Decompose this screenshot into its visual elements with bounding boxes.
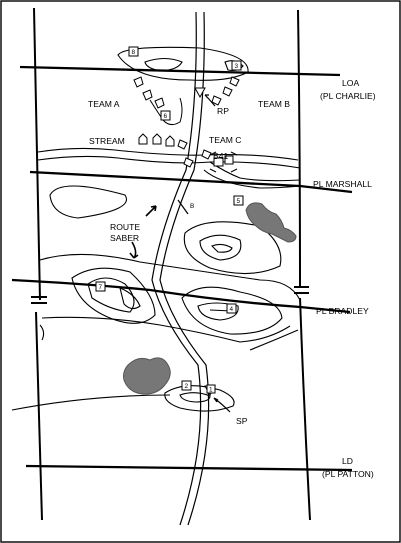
team-a-positions <box>133 76 165 109</box>
checkpoint-4: 4 <box>226 303 237 314</box>
stream <box>37 147 301 189</box>
stream-houses <box>138 133 175 147</box>
checkpoint-4-label: 4 <box>230 306 234 313</box>
pl-charlie-line <box>19 65 341 77</box>
pl-patton-line <box>25 464 353 472</box>
route-saber <box>151 11 210 526</box>
team-a-label: TEAM A <box>88 99 120 109</box>
woods-east <box>245 202 297 243</box>
stream-label: STREAM <box>89 136 125 146</box>
obstacle-b: B <box>177 199 194 215</box>
checkpoint-2: 2 <box>181 380 192 391</box>
pl-marshall-label: PL MARSHALL <box>313 179 372 189</box>
pl-charlie-label: (PL CHARLIE) <box>320 91 376 101</box>
pl-ld-label: LD <box>342 456 353 466</box>
rp-label: RP <box>217 106 229 116</box>
bridge-b41-label: B41 <box>213 151 229 161</box>
boundary-break-right <box>294 286 309 294</box>
rp-marker-icon <box>194 87 206 99</box>
checkpoint-7-label: 7 <box>99 284 103 291</box>
checkpoint-5: 5 <box>233 195 244 206</box>
checkpoint-8-label: 8 <box>132 49 136 56</box>
checkpoint-6: 6 <box>160 110 171 121</box>
checkpoint-3-label: 3 <box>235 63 239 70</box>
obstacle-b-label: B <box>190 203 194 210</box>
pl-loa-label: LOA <box>342 78 359 88</box>
checkpoint-5-label: 5 <box>237 198 241 205</box>
checkpoint-8: 8 <box>128 46 139 57</box>
checkpoint-3: 3 <box>231 60 242 71</box>
loop-road <box>149 97 183 126</box>
sp-arrow-icon <box>213 397 231 413</box>
checkpoint-1: 1 <box>206 384 216 394</box>
team-c-label: TEAM C <box>209 135 241 145</box>
right-boundary <box>297 9 311 521</box>
bridge-b41-symbol <box>209 151 238 173</box>
checkpoint-6-label: 6 <box>164 113 168 120</box>
checkpoint-2-label: 2 <box>185 383 189 390</box>
team-c-positions <box>177 139 212 168</box>
route-label-line1: ROUTE <box>110 222 140 232</box>
rp-arrow-icon <box>204 94 216 107</box>
pl-marshall-line <box>29 170 353 194</box>
team-b-label: TEAM B <box>258 99 290 109</box>
terrain-contours <box>11 46 301 412</box>
route-arrow-icon <box>145 205 157 217</box>
route-label-line2: SABER <box>110 233 139 243</box>
checkpoint-7: 7 <box>95 281 106 292</box>
pl-bradley-label: PL BRADLEY <box>316 306 369 316</box>
pl-patton-label: (PL PATTON) <box>322 469 374 479</box>
checkpoint-1-label: 1 <box>209 387 213 394</box>
sp-label: SP <box>236 416 248 426</box>
route-hook-arrow-icon <box>129 241 139 259</box>
woods-south <box>123 357 171 395</box>
team-b-positions <box>211 76 240 106</box>
boundary-break-left <box>31 296 47 304</box>
left-boundary <box>33 7 43 521</box>
pl-bradley-line <box>11 278 351 314</box>
